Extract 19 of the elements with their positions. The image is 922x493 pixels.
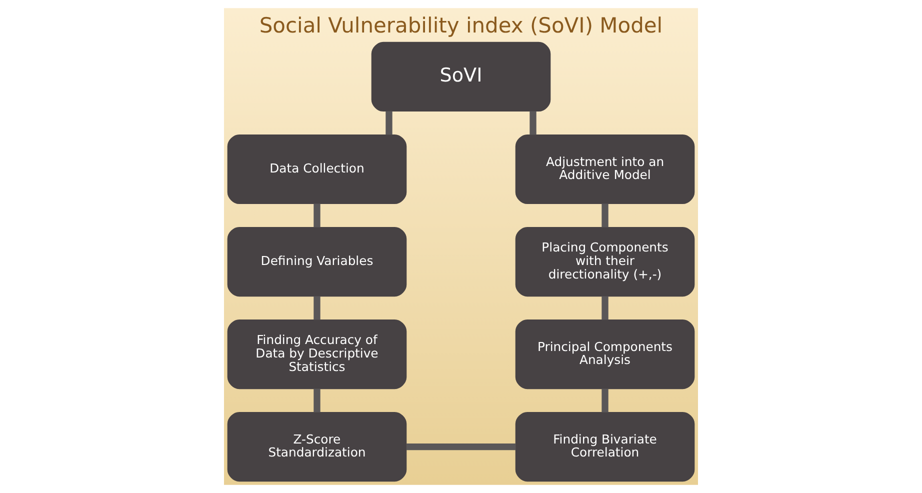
connector: [314, 388, 320, 412]
connector: [602, 388, 608, 412]
node-box: Finding Accuracy of Data by Descriptive Statistics: [227, 319, 407, 390]
node-box: Finding Bivariate Correlation: [515, 412, 695, 482]
connector: [314, 296, 320, 320]
node-box: Data Collection: [227, 134, 407, 204]
node-box: Adjustment into an Additive Model: [515, 134, 695, 204]
connector: [406, 443, 516, 450]
node-box: Defining Variables: [227, 226, 407, 297]
node-box: Principal Components Analysis: [515, 319, 695, 390]
connector: [602, 296, 608, 320]
node-box: Placing Components with their directionality (+,-): [515, 226, 695, 297]
node-box: SoVI: [371, 42, 551, 112]
connector: [602, 204, 608, 228]
diagram-title: Social Vulnerability index (SoVI) Model: [259, 13, 663, 38]
node-box: Z-Score Standardization: [227, 412, 407, 482]
connector: [530, 111, 536, 135]
connector: [386, 111, 392, 135]
connector: [314, 204, 320, 228]
